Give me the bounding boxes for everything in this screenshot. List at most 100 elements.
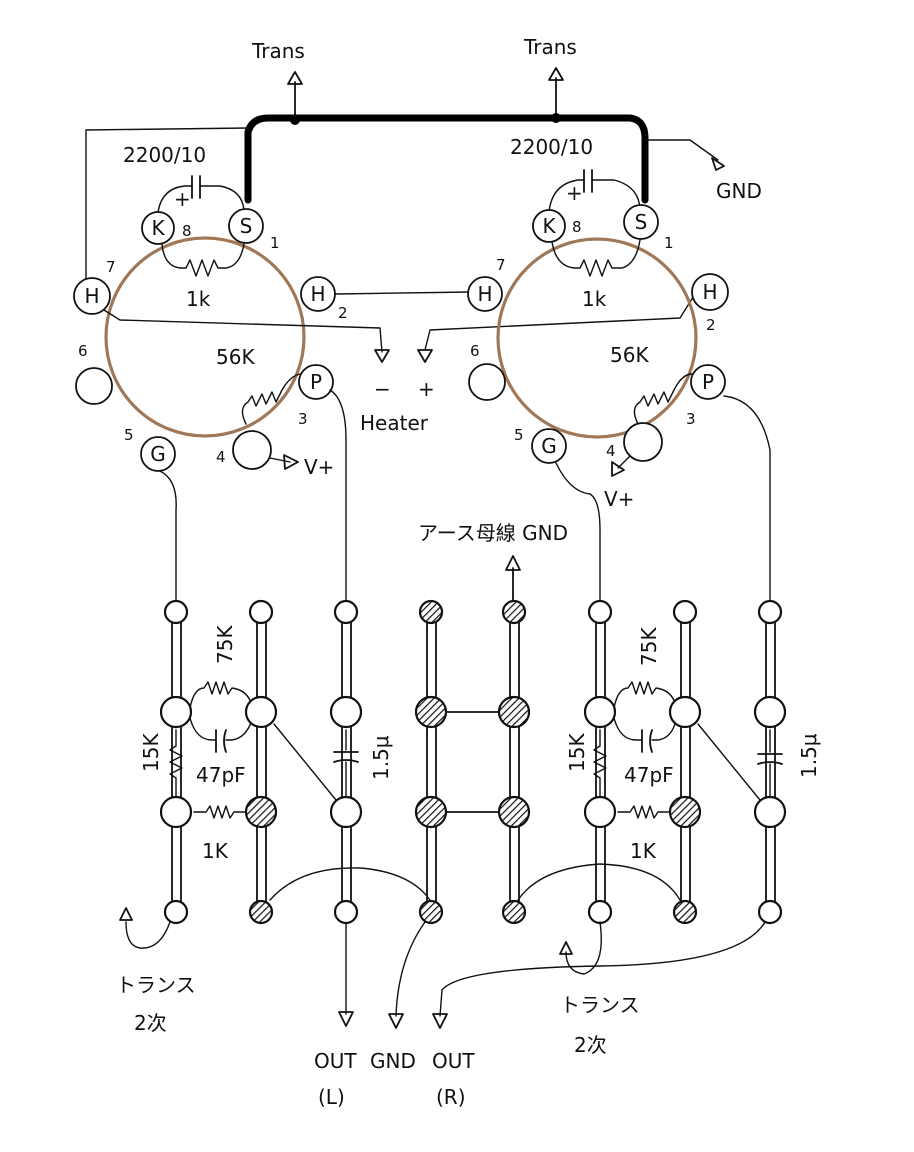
pin-p-left: P [298, 364, 334, 400]
heater-wire-left [85, 127, 249, 283]
out-l-label: OUT [314, 1049, 357, 1073]
plate-wire-right [723, 395, 771, 605]
cap-plate [757, 761, 783, 765]
cap-cathode-label-left: 2200/10 [123, 143, 206, 167]
pin-num-7-right: 7 [496, 256, 506, 274]
pin-g-right: G [531, 428, 567, 464]
cap-plate [649, 729, 653, 753]
out-l-arrow [338, 1011, 354, 1027]
heater-plus-arrow [417, 349, 433, 363]
trans-secondary-label-right-1: トランス [560, 993, 640, 1017]
trans-secondary-arrow-left [119, 907, 133, 921]
svg-text:P: P [310, 370, 322, 394]
coupling-wire-left [273, 723, 337, 801]
cap-47pf-label-left: 47pF [196, 763, 246, 787]
pin-s-left: S [228, 208, 264, 244]
res-1k-left [193, 805, 247, 819]
svg-text:H: H [702, 280, 717, 304]
cap-1u5-label-right: 1.5μ [797, 733, 821, 778]
res-75k-right [613, 681, 677, 709]
pin-num-6-right: 6 [470, 342, 480, 360]
res-15k-label-right: 15K [565, 733, 589, 772]
pin-4-right [623, 422, 663, 462]
gnd-label-top: GND [716, 179, 762, 203]
pin-num-2-right: 2 [706, 316, 716, 334]
vplus-wire-left [269, 457, 291, 463]
cap-plate [223, 729, 227, 753]
vplus-label-right: V+ [604, 487, 634, 511]
heater-minus-wire [103, 309, 383, 353]
heater-minus-arrow [374, 349, 390, 363]
out-l-channel: (L) [318, 1085, 345, 1109]
res-plate-left [241, 373, 301, 425]
svg-text:G: G [541, 434, 557, 458]
res-cathode-right [551, 239, 641, 277]
heater-link-wire [334, 291, 471, 295]
out-r-channel: (R) [436, 1085, 466, 1109]
res-1k-right [617, 805, 671, 819]
gnd-arrow [711, 157, 725, 171]
trans-arrow-left [287, 71, 303, 121]
pin-6-right [468, 363, 506, 401]
trans-secondary-wire-left [125, 921, 171, 949]
res-15k-left [169, 729, 183, 797]
res-15k-right [593, 729, 607, 797]
pin-g-left: G [140, 436, 176, 472]
pin-h7-left: H [73, 277, 111, 315]
pin-6-left [75, 367, 113, 405]
vplus-label-left: V+ [304, 455, 334, 479]
pin-num-8-right: 8 [572, 218, 582, 236]
gnd-out-label: GND [370, 1049, 416, 1073]
tube-envelope-left [104, 236, 306, 438]
pin-num-3-left: 3 [298, 410, 308, 428]
svg-text:K: K [542, 214, 556, 238]
res-1k-label-right: 1K [630, 839, 657, 863]
res-75k-left [189, 681, 253, 709]
pin-h2-right: H [691, 273, 729, 311]
pin-4-left [232, 430, 272, 470]
cap-cathode-wire-right [548, 179, 641, 213]
trans-secondary-label-right-2: 2次 [574, 1033, 607, 1057]
svg-text:H: H [310, 282, 325, 306]
trans-secondary-label-left-2: 2次 [134, 1011, 167, 1035]
pin-h2-left: H [300, 276, 336, 312]
pin-num-1-left: 1 [270, 234, 280, 252]
pin-num-5-left: 5 [124, 426, 134, 444]
out-r-arrow [432, 1013, 448, 1029]
vplus-wire-right [617, 455, 631, 469]
cap-cathode-label-right: 2200/10 [510, 135, 593, 159]
pin-num-3-right: 3 [686, 410, 696, 428]
gnd-out-wire [395, 921, 426, 1017]
pin-p-right: P [690, 364, 726, 400]
terminals [159, 599, 787, 925]
heater-plus-label: + [418, 377, 435, 401]
svg-text:S: S [635, 210, 648, 234]
gnd-out-arrow [388, 1013, 404, 1029]
cap-polarity-right: + [566, 181, 583, 205]
cap-47pf-label-right: 47pF [624, 763, 674, 787]
trans-secondary-arrow-right [559, 941, 573, 955]
svg-text:H: H [84, 284, 99, 308]
gnd-wire [644, 139, 719, 161]
vplus-arrow-right [611, 461, 625, 477]
cap-plate [333, 759, 359, 763]
res-plate-label-right: 56K [610, 343, 649, 367]
plate-wire-left [329, 389, 347, 605]
res-cathode-label-right: 1k [582, 287, 607, 311]
pin-num-7-left: 7 [106, 258, 116, 276]
junction-dot [290, 115, 300, 125]
ground-arc-left [269, 867, 431, 901]
trans-arrow-right [548, 67, 564, 117]
out-r-wire [439, 921, 766, 1017]
pin-num-4-left: 4 [216, 448, 226, 466]
res-plate-label-left: 56K [216, 345, 255, 369]
pin-num-4-right: 4 [606, 442, 616, 460]
svg-text:G: G [150, 442, 166, 466]
cap-47pf-wire-left [189, 717, 253, 741]
res-75k-label-left: 75K [213, 625, 237, 664]
grid-wire-left [159, 470, 177, 605]
out-r-label: OUT [432, 1049, 475, 1073]
ground-arc-right [517, 863, 681, 901]
cap-polarity-left: + [174, 187, 191, 211]
pin-num-6-left: 6 [78, 342, 88, 360]
